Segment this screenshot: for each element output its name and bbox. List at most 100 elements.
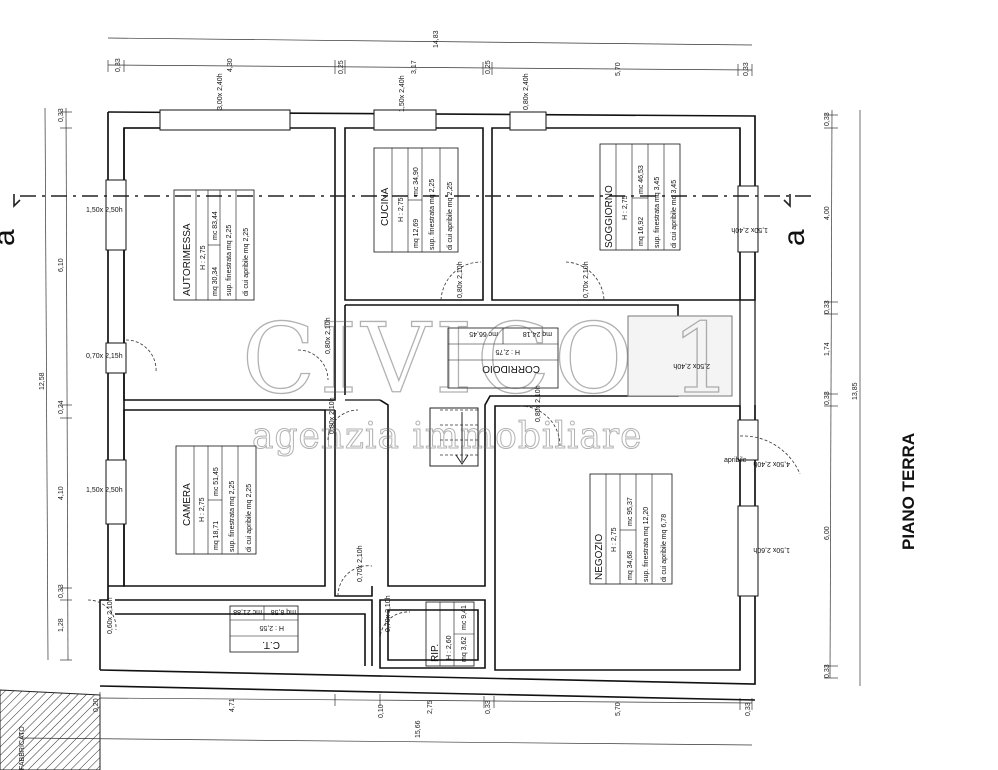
dimension-texts: 14,83 0,33 4,30 0,25 3,17 0,25 5,70 0,33… (39, 30, 859, 738)
dim-right-2: 0,33 (824, 300, 831, 314)
label-door-1: 0,80x 2,10h (457, 261, 464, 298)
window-right-1 (737, 185, 759, 253)
window-autorimessa (159, 109, 291, 131)
room-soggiorno-area: mq 16,92 (638, 217, 645, 246)
window-cucina (373, 109, 437, 131)
dim-bottom-0: 0,20 (93, 698, 100, 712)
window-right-2 (627, 315, 733, 397)
room-negozio-openable: di cui apribile mq 6,78 (661, 514, 668, 582)
room-camera-area: mq 18,71 (213, 521, 220, 550)
room-ct-volume: mc 21,88 (233, 608, 262, 615)
label-win-left-2: 0,70x 2,15h (86, 353, 123, 360)
label-win-right-3: 4,50x 2,40h (753, 460, 790, 467)
dim-right-total: 13,85 (852, 382, 859, 400)
dim-left-4: 0,33 (58, 584, 65, 598)
watermark-logo: CIVICO 1 (242, 303, 736, 415)
room-autorimessa-openable: di cui apribile mq 2,25 (243, 228, 250, 296)
stairs (429, 407, 479, 467)
room-camera-volume: mc 51,45 (213, 467, 220, 496)
dim-left-0: 0,33 (58, 108, 65, 122)
label-win-right-2: 2,50x 2,40h (673, 362, 710, 369)
room-rip-area: mq 3,62 (461, 637, 468, 662)
label-door-8: 0,60x 2,10h (107, 597, 114, 634)
room-ct-area: mq 8,58 (271, 608, 296, 615)
dim-bottom-1: 4,71 (229, 698, 236, 712)
room-camera: CAMERA H : 2,75 mq 18,71 mc 51,45 sup. f… (175, 445, 257, 555)
room-soggiorno-openable: di cui apribile mq 3,45 (671, 180, 678, 248)
room-camera-name: CAMERA (182, 483, 193, 526)
windows (105, 109, 759, 597)
dim-right-1: 4,00 (824, 206, 831, 220)
watermark-subtitle: agenzia immobiliare (252, 416, 642, 457)
neighbor-building: FABBRICATO (0, 689, 101, 770)
label-win-left-3: 1,50x 2,50h (86, 487, 123, 494)
window-right-4 (737, 505, 759, 597)
room-soggiorno-name: SOGGIORNO (604, 185, 615, 248)
label-door-3: 0,80x 2,10h (325, 317, 332, 354)
window-soggiorno (509, 111, 547, 131)
room-cucina-volume: mc 34,90 (413, 167, 420, 196)
dim-left-2: 0,24 (58, 400, 65, 414)
room-rip: RIP. H : 2,60 mq 3,62 mc 9,41 (425, 601, 475, 667)
window-left-2 (105, 342, 127, 374)
room-corridoio-area: mq 24,18 (523, 330, 552, 337)
room-negozio: NEGOZIO H : 2,75 mq 34,68 mc 95,37 sup. … (589, 473, 673, 585)
label-win-top-3: 0,80x 2,40h (523, 73, 530, 110)
dim-top-1: 4,30 (227, 58, 234, 72)
dim-left-5: 1,28 (58, 618, 65, 632)
room-cucina-name: CUCINA (380, 187, 391, 226)
room-camera-window: sup. finestrata mq 2,25 (229, 481, 236, 552)
dim-bottom-6: 0,33 (745, 702, 752, 716)
dim-top-5: 5,70 (615, 62, 622, 76)
room-soggiorno-height: H : 2,75 (622, 195, 629, 220)
window-right-3 (737, 419, 759, 461)
dim-top-2: 0,25 (338, 60, 345, 74)
label-door-2: 0,70x 2,10h (583, 261, 590, 298)
room-soggiorno: SOGGIORNO H : 2,75 mq 16,92 mc 46,53 sup… (599, 143, 681, 251)
room-negozio-name: NEGOZIO (594, 534, 605, 580)
label-door-5: 0,70x 2,10h (357, 545, 364, 582)
room-soggiorno-window: sup. finestrata mq 3,45 (654, 177, 661, 248)
dim-right-4: 0,33 (824, 391, 831, 405)
dim-right-0: 0,33 (824, 112, 831, 126)
room-autorimessa-area: mq 30,34 (212, 267, 219, 296)
neighbor-label: FABBRICATO (19, 726, 26, 770)
room-rip-name: RIP. (430, 644, 441, 662)
label-win-left-1: 1,50x 2,50h (86, 207, 123, 214)
window-left-1 (105, 179, 127, 251)
dim-left-1: 6,10 (58, 258, 65, 272)
room-corridoio-volume: mc 66,45 (469, 330, 498, 337)
room-corridoio-height: H : 2,75 (495, 348, 520, 355)
label-door-6: 0,70x 2,10h (385, 595, 392, 632)
watermark: CIVICO 1 agenzia immobiliare (241, 302, 736, 457)
label-win-top-2: 1,50x 2,40h (399, 75, 406, 112)
dim-bottom-total: 15,66 (415, 720, 422, 738)
label-door-4: 0,80x 2,10h (329, 397, 336, 434)
dim-right-5: 6,00 (824, 526, 831, 540)
dim-top-4: 0,25 (485, 60, 492, 74)
room-soggiorno-volume: mc 46,53 (638, 165, 645, 194)
room-ct-name: C.T. (262, 639, 280, 650)
dim-top-3: 3,17 (411, 60, 418, 74)
dim-bottom-5: 5,70 (615, 702, 622, 716)
dim-left-total: 12,58 (39, 372, 46, 390)
dim-bottom-4: 0,33 (485, 700, 492, 714)
room-negozio-height: H : 2,75 (611, 527, 618, 552)
room-corridoio: mc 66,45 mq 24,18 H : 2,75 CORRIDOIO (447, 327, 559, 389)
room-negozio-window: sup. finestrata mq 12,20 (643, 507, 650, 582)
window-left-3 (105, 459, 127, 525)
dim-top-total: 14,83 (433, 30, 440, 48)
room-autorimessa: AUTORIMESSA H : 2,75 mq 30,34 mc 83,44 s… (173, 189, 255, 301)
room-autorimessa-name: AUTORIMESSA (182, 223, 193, 296)
room-cucina-height: H : 2,75 (398, 197, 405, 222)
room-camera-openable: di cui apribile mq 2,25 (246, 484, 253, 552)
dim-right-6: 0,33 (824, 664, 831, 678)
room-autorimessa-height: H : 2,75 (200, 245, 207, 270)
room-cucina: CUCINA H : 2,75 mq 12,69 mc 34,90 sup. f… (373, 147, 459, 253)
room-rip-volume: mc 9,41 (461, 605, 468, 630)
dim-top-0: 0,33 (115, 58, 122, 72)
room-cucina-window: sup. finestrata mq 2,25 (429, 179, 436, 250)
dimension-lines (19, 37, 861, 746)
dim-left-3: 4,10 (58, 486, 65, 500)
